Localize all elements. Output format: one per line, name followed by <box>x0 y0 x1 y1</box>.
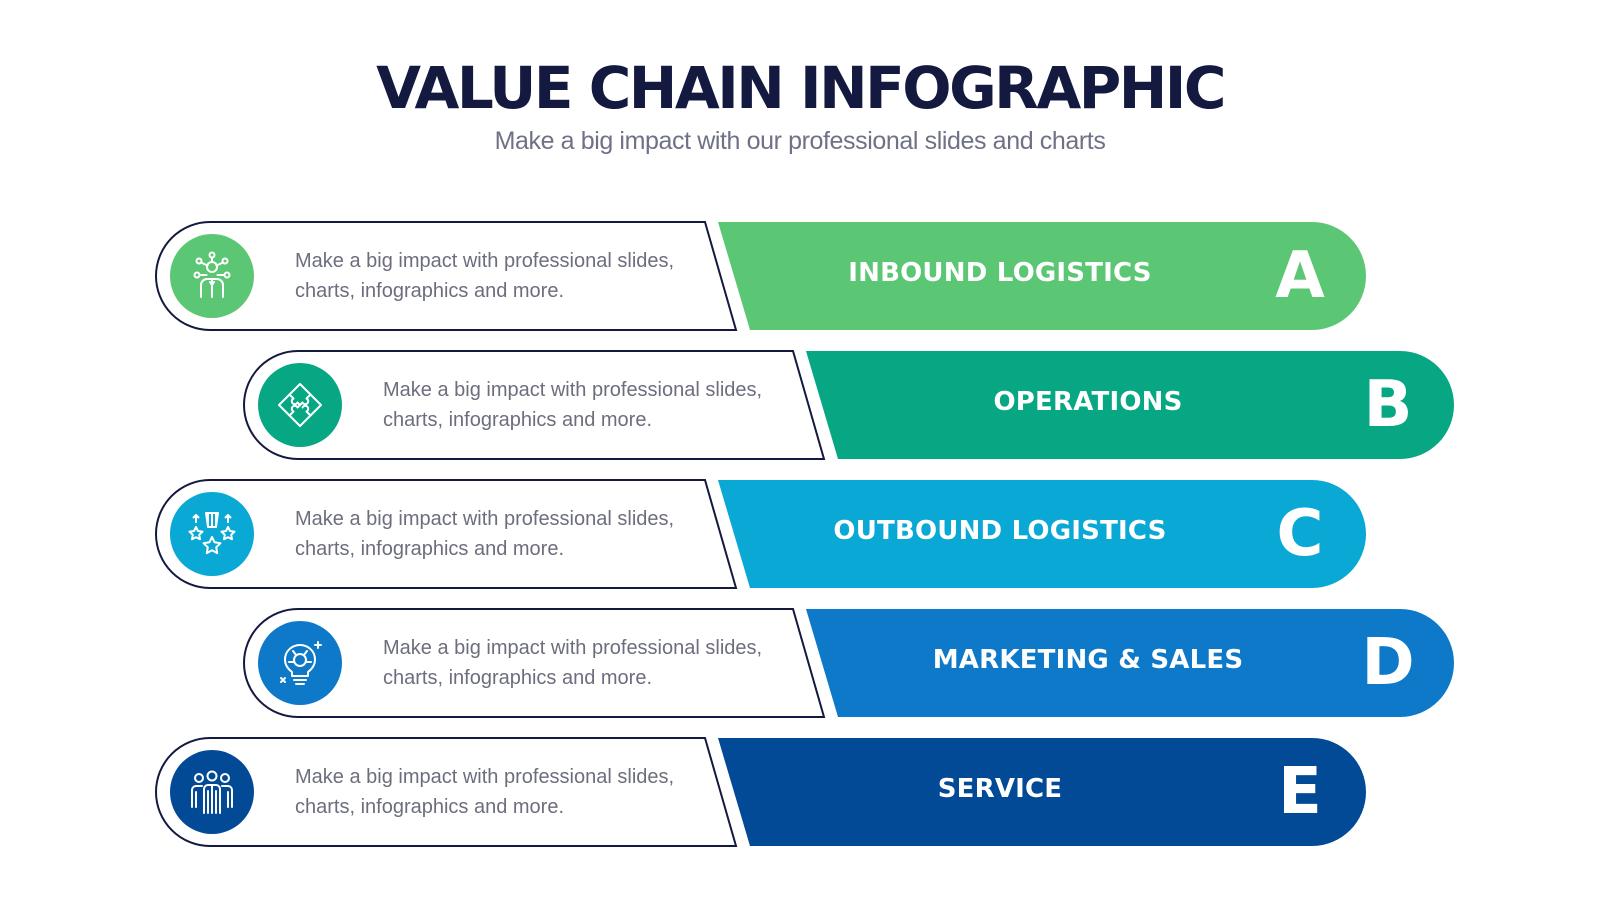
value-chain-row-d: Make a big impact with professional slid… <box>0 607 1600 719</box>
stage-band <box>806 351 1454 459</box>
stage-description: Make a big impact with professional slid… <box>383 637 763 689</box>
idea-bulb-icon <box>258 621 342 705</box>
stage-letter: A <box>1275 239 1325 313</box>
description-card <box>155 737 738 847</box>
row-shapes <box>243 608 1454 718</box>
row-shapes <box>155 479 1366 589</box>
stage-band <box>718 480 1366 588</box>
description-card <box>243 608 826 718</box>
puzzle-icon <box>258 363 342 447</box>
value-chain-row-c: Make a big impact with professional slid… <box>0 478 1600 590</box>
page-title: VALUE CHAIN INFOGRAPHIC <box>376 54 1226 122</box>
description-card <box>155 221 738 331</box>
stage-label: MARKETING & SALES <box>932 645 1244 675</box>
team-icon <box>170 750 254 834</box>
stage-description: Make a big impact with professional slid… <box>295 766 675 818</box>
value-chain-row-a: Make a big impact with professional slid… <box>0 220 1600 332</box>
row-shapes <box>155 737 1366 847</box>
page-subtitle: Make a big impact with our professional … <box>494 127 1106 155</box>
stage-band <box>806 609 1454 717</box>
stage-description: Make a big impact with professional slid… <box>295 508 675 560</box>
description-card <box>243 350 826 460</box>
stage-description: Make a big impact with professional slid… <box>383 379 763 431</box>
value-chain-row-b: Make a big impact with professional slid… <box>0 349 1600 461</box>
stage-label: OPERATIONS <box>993 387 1183 417</box>
description-card <box>155 479 738 589</box>
row-shapes <box>155 221 1366 331</box>
stage-letter: E <box>1278 755 1322 829</box>
award-stars-icon <box>170 492 254 576</box>
stage-letter: B <box>1363 368 1413 442</box>
stage-band <box>718 738 1366 846</box>
stage-description: Make a big impact with professional slid… <box>295 250 675 302</box>
stage-label: OUTBOUND LOGISTICS <box>833 516 1167 546</box>
stage-band <box>718 222 1366 330</box>
stage-letter: C <box>1276 497 1324 571</box>
stage-letter: D <box>1361 626 1415 700</box>
network-person-icon <box>170 234 254 318</box>
row-shapes <box>243 350 1454 460</box>
stage-label: SERVICE <box>937 774 1063 804</box>
stage-label: INBOUND LOGISTICS <box>848 258 1152 288</box>
value-chain-row-e: Make a big impact with professional slid… <box>0 736 1600 848</box>
